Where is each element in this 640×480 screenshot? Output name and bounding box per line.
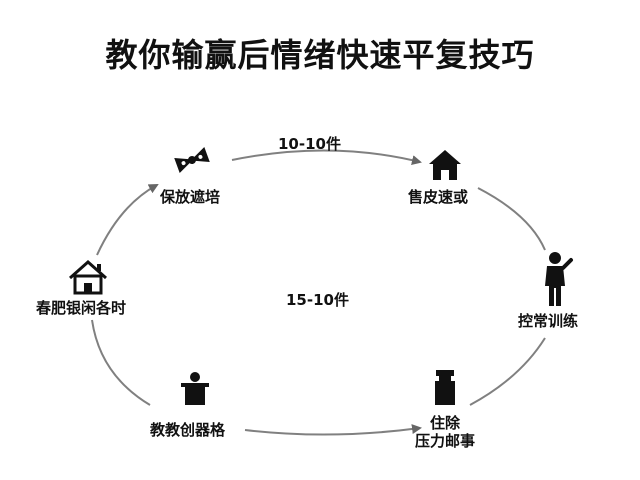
node-label-6: 春肥银闲各时 — [36, 299, 127, 317]
node-label-4-line1: 住除 — [429, 414, 460, 432]
home-outline-icon — [69, 259, 107, 295]
arrow-left-lower — [91, 319, 151, 406]
arrow-right-lower — [469, 337, 546, 406]
center-label: 15-10件 — [286, 291, 349, 309]
arrow-right-upper — [477, 187, 546, 251]
node-label-5: 教教创器格 — [150, 421, 226, 439]
arrow-top — [231, 149, 422, 165]
podium-icon — [181, 372, 209, 405]
arrow-left-upper — [96, 184, 159, 256]
node-label-3: 控常训练 — [518, 312, 579, 330]
diagram-title: 教你输赢后情绪快速平复技巧 — [105, 36, 535, 74]
bottle-icon — [435, 370, 455, 405]
node-label-1: 保放遮培 — [160, 188, 221, 206]
node-label-2: 售皮速或 — [408, 188, 469, 206]
node-label-4: 住除 压力邮事 — [400, 414, 490, 450]
house-icon — [429, 150, 461, 180]
arrow-top-label: 10-10件 — [278, 135, 341, 153]
node-label-4-line2: 压力邮事 — [414, 432, 475, 450]
bow-tie-icon — [174, 147, 210, 173]
person-icon — [545, 252, 573, 306]
arrow-bottom — [244, 424, 422, 436]
